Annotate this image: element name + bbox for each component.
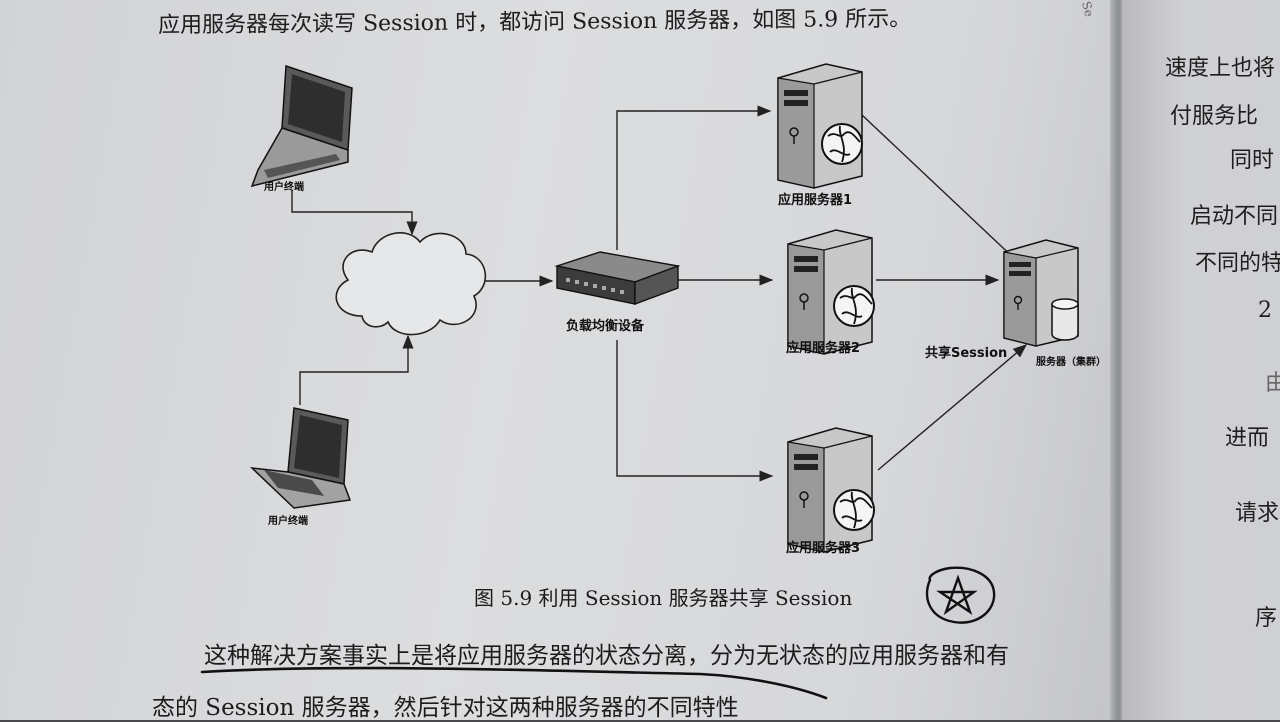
figure-caption: 图 5.9 利用 Session 服务器共享 Session [474,586,852,610]
hand-drawn-underline [200,666,828,700]
book-page-side [1122,0,1280,720]
app-server-2-icon [787,229,875,355]
app-server-3-label: 应用服务器3 [786,540,860,556]
app-server-2-label: 应用服务器2 [786,340,860,356]
internet-cloud-icon [335,232,487,336]
side-line-9: 请求 [1235,501,1280,526]
book-page-main [0,0,1118,720]
side-line-10: 序 [1255,606,1278,631]
side-line-7: 由 [1265,371,1280,396]
side-line-8: 进而 [1225,426,1270,451]
shared-session-label: 共享Session [925,345,1007,361]
side-line-5: 不同的特 [1195,251,1280,276]
side-line-1: 速度上也将 [1165,56,1276,81]
load-balancer-icon [554,251,681,306]
app-server-1-label: 应用服务器1 [778,192,852,208]
side-line-3: 同时 [1230,148,1275,173]
load-balancer-label: 负载均衡设备 [566,318,645,334]
side-line-4: 启动不同 [1190,204,1279,229]
hand-drawn-star-mark [925,566,996,624]
laptop-icon [250,64,353,188]
side-line-6: 2 [1258,298,1272,323]
app-server-3-icon [787,427,875,553]
bottom-text-line-2: 态的 Session 服务器，然后针对这两种服务器的不同特性 [152,695,739,721]
database-icon [1051,298,1079,341]
connection-lines [291,105,1028,482]
user-terminal-top-label: 用户终端 [263,180,304,193]
session-server-cluster-label: 服务器（集群） [1036,355,1106,368]
app-server-1-icon [777,63,863,189]
laptop-icon [249,407,352,509]
side-line-2: 付服务比 [1170,104,1259,129]
bottom-text-line-1: 这种解决方案事实上是将应用服务器的状态分离，分为无状态的应用服务器和有 [204,643,1009,669]
user-terminal-bottom-label: 用户终端 [267,514,308,527]
